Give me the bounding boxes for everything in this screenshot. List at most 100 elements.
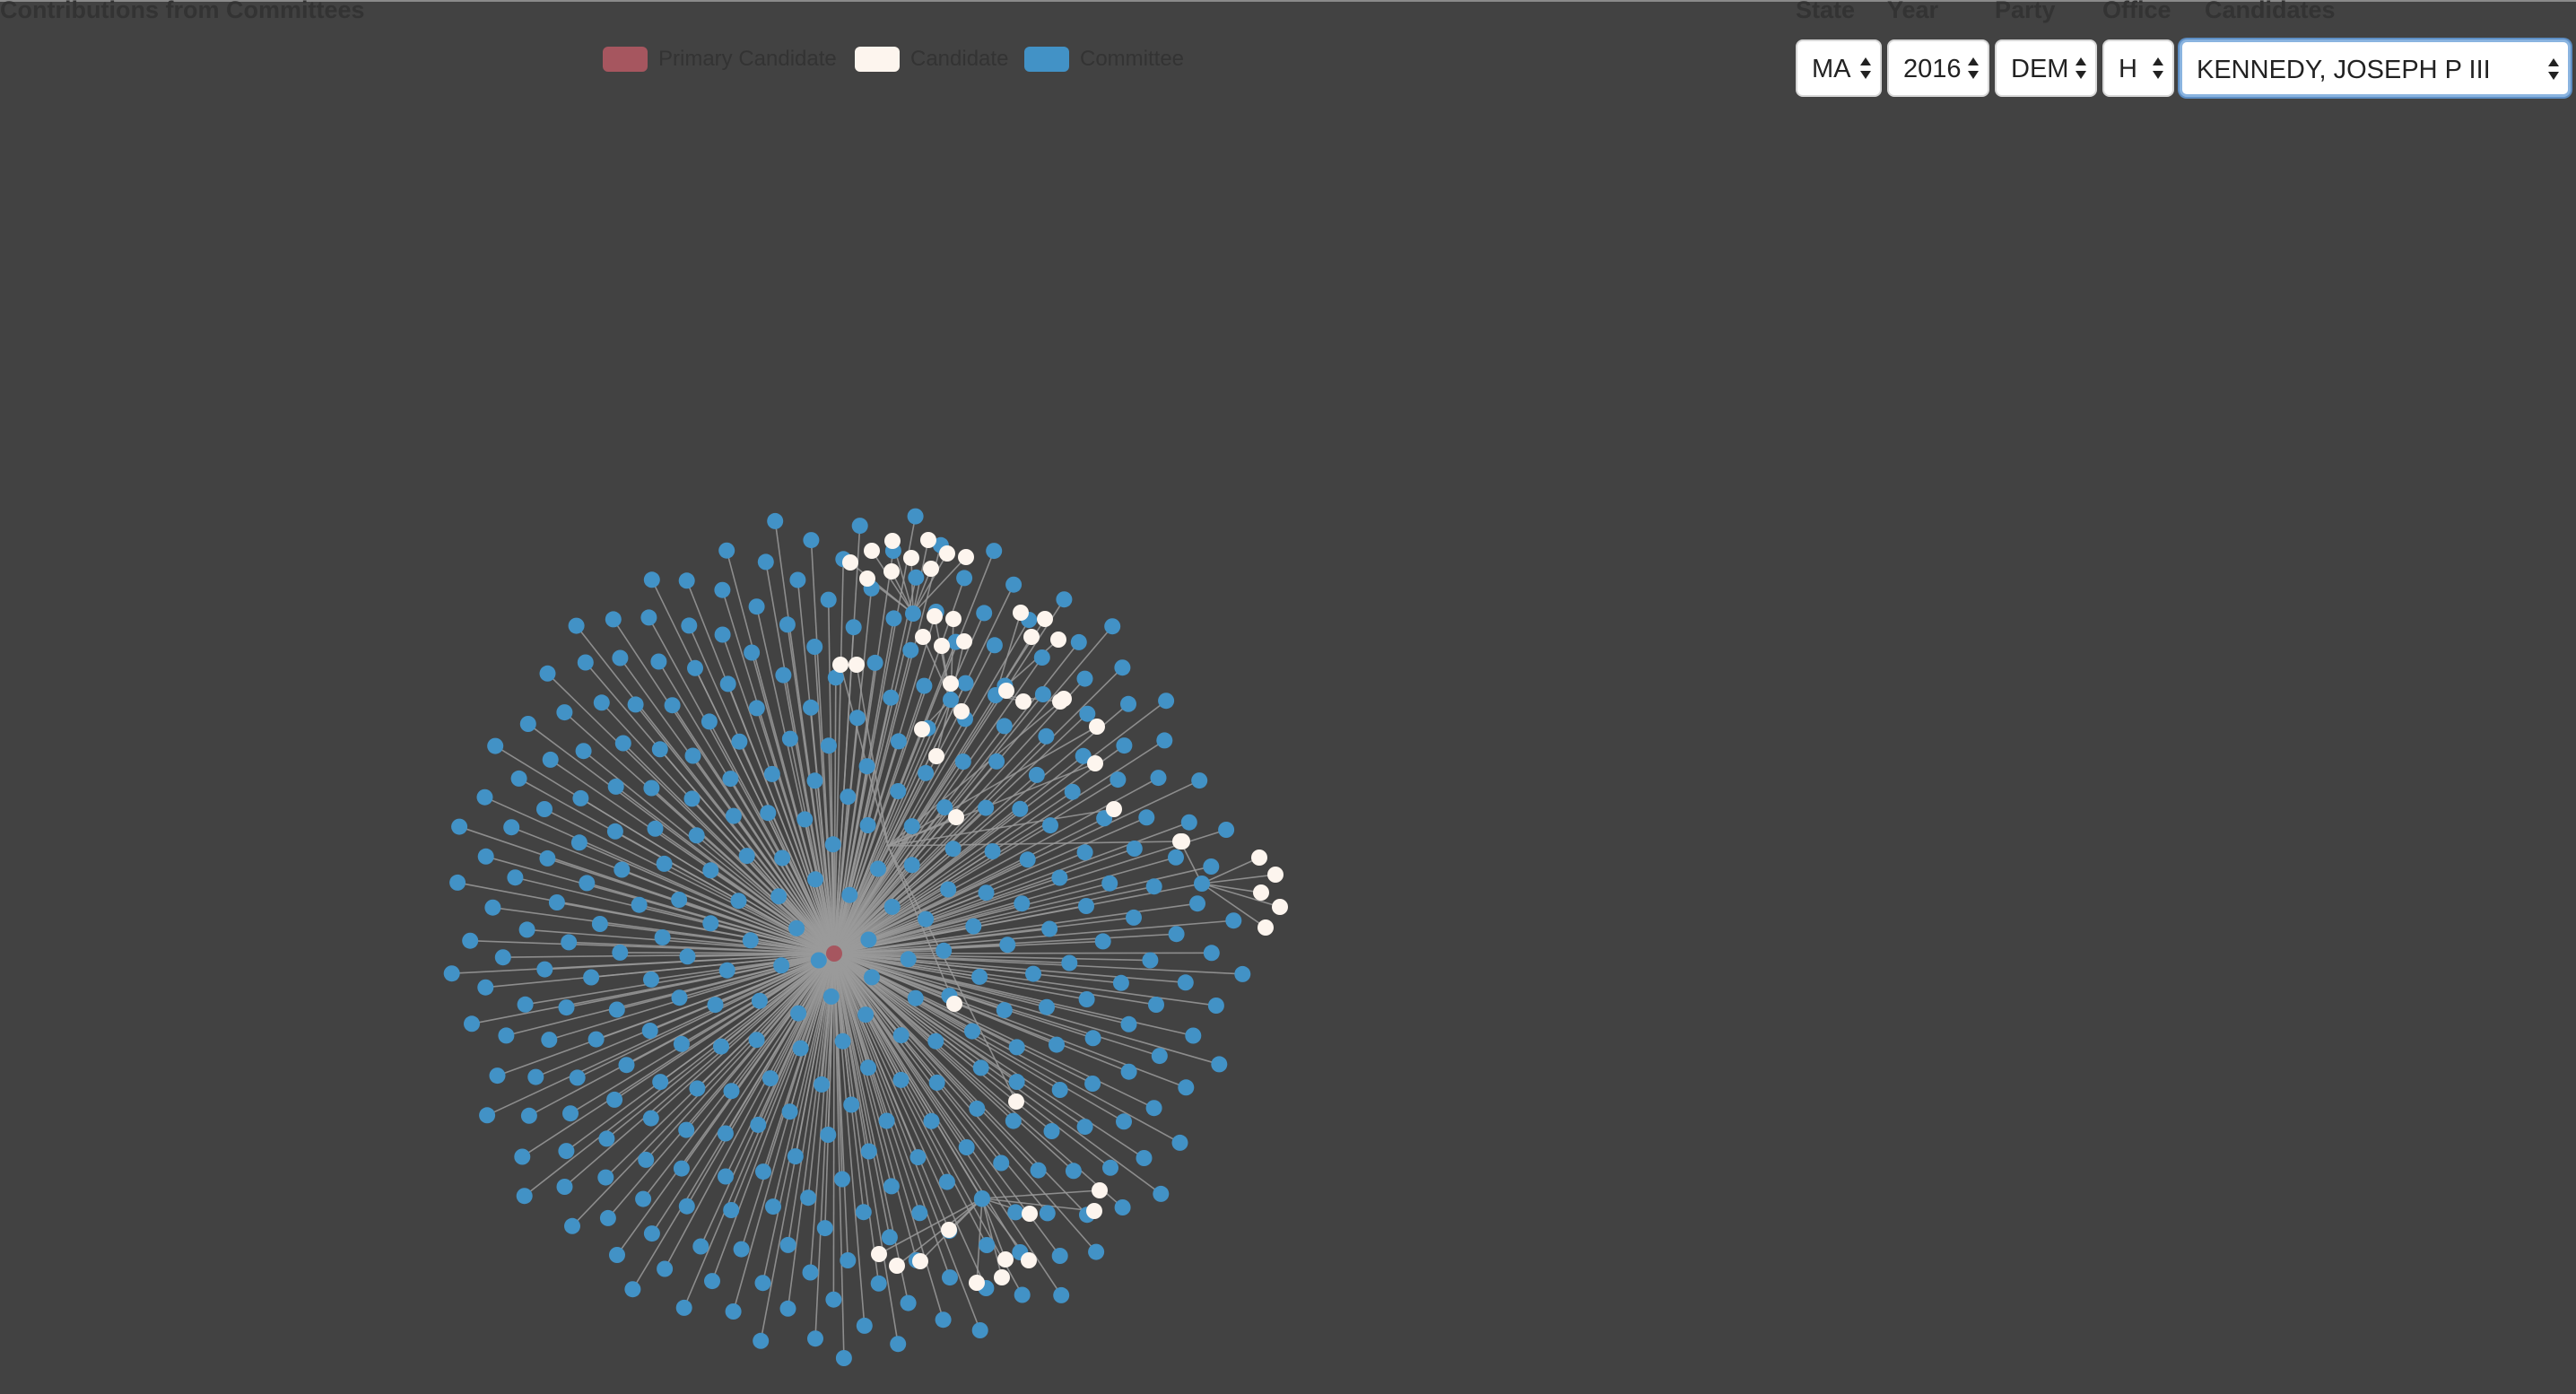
committee-node[interactable] [612, 944, 629, 961]
committee-node[interactable] [1114, 1199, 1131, 1215]
committee-node[interactable] [1019, 851, 1036, 868]
committee-node[interactable] [701, 713, 718, 730]
committee-node[interactable] [870, 1275, 887, 1292]
committee-node[interactable] [806, 772, 823, 789]
candidate-node[interactable] [1089, 719, 1105, 735]
committee-node[interactable] [855, 1204, 872, 1221]
committee-node[interactable] [652, 1074, 669, 1091]
candidate-node[interactable] [1023, 629, 1040, 645]
committee-node[interactable] [916, 677, 933, 694]
committee-node[interactable] [1207, 998, 1224, 1014]
committee-node[interactable] [1177, 974, 1194, 991]
committee-node[interactable] [1007, 1204, 1024, 1221]
committee-node[interactable] [821, 737, 837, 754]
committee-node[interactable] [1168, 849, 1184, 866]
committee-node[interactable] [671, 892, 688, 908]
committee-node[interactable] [1194, 876, 1210, 892]
committee-node[interactable] [789, 571, 806, 588]
committee-node[interactable] [757, 553, 774, 571]
committee-node[interactable] [479, 1107, 496, 1124]
committee-node[interactable] [624, 1281, 641, 1298]
committee-node[interactable] [1078, 898, 1094, 914]
committee-node[interactable] [1049, 1036, 1065, 1053]
committee-node[interactable] [1064, 783, 1081, 800]
committee-node[interactable] [1151, 1048, 1168, 1065]
committee-node[interactable] [928, 1074, 945, 1091]
committee-node[interactable] [781, 1103, 798, 1120]
committee-node[interactable] [936, 799, 953, 815]
committee-node[interactable] [1014, 895, 1031, 912]
committee-node[interactable] [612, 649, 629, 667]
candidate-node[interactable] [928, 748, 944, 764]
candidate-node[interactable] [1106, 801, 1122, 817]
committee-node[interactable] [1148, 997, 1164, 1013]
committee-node[interactable] [539, 665, 556, 682]
committee-node[interactable] [918, 910, 935, 928]
committee-node[interactable] [1051, 1082, 1068, 1098]
committee-node[interactable] [650, 653, 667, 670]
committee-node[interactable] [561, 934, 578, 951]
committee-node[interactable] [1150, 770, 1167, 787]
committee-node[interactable] [993, 1154, 1010, 1172]
committee-node[interactable] [597, 1169, 614, 1186]
committee-node[interactable] [541, 1032, 558, 1049]
candidate-node[interactable] [889, 1258, 905, 1274]
committee-node[interactable] [866, 654, 883, 671]
committee-node[interactable] [1053, 1286, 1070, 1303]
committee-node[interactable] [840, 788, 857, 806]
candidate-node[interactable] [939, 545, 955, 562]
committee-node[interactable] [1008, 1039, 1025, 1056]
committee-node[interactable] [908, 569, 925, 586]
committee-node[interactable] [1005, 576, 1023, 593]
committee-node[interactable] [870, 860, 886, 877]
candidate-node[interactable] [927, 608, 943, 624]
committee-node[interactable] [719, 675, 736, 693]
candidate-node[interactable] [994, 1269, 1010, 1285]
committee-node[interactable] [702, 915, 719, 932]
committee-node[interactable] [972, 1059, 989, 1076]
committee-node[interactable] [640, 609, 657, 626]
committee-node[interactable] [840, 1252, 857, 1268]
committee-node[interactable] [579, 875, 596, 892]
committee-node[interactable] [767, 512, 784, 529]
candidate-node[interactable] [941, 1222, 957, 1238]
committee-node[interactable] [978, 799, 995, 816]
committee-node[interactable] [765, 1198, 781, 1215]
committee-node[interactable] [742, 932, 759, 949]
committee-node[interactable] [943, 692, 959, 708]
committee-node[interactable] [890, 1336, 907, 1353]
committee-node[interactable] [656, 855, 673, 872]
committee-node[interactable] [788, 919, 805, 937]
committee-node[interactable] [678, 572, 695, 589]
candidate-node[interactable] [832, 657, 849, 673]
committee-node[interactable] [935, 1311, 952, 1329]
committee-node[interactable] [673, 1160, 690, 1177]
committee-node[interactable] [999, 937, 1016, 954]
committee-node[interactable] [787, 1148, 804, 1165]
committee-node[interactable] [1112, 974, 1129, 991]
committee-node[interactable] [792, 1040, 809, 1057]
committee-node[interactable] [1120, 1015, 1137, 1032]
committee-node[interactable] [487, 737, 504, 754]
committee-node[interactable] [679, 948, 696, 965]
committee-node[interactable] [1120, 1063, 1137, 1080]
committee-node[interactable] [1191, 772, 1208, 789]
committee-node[interactable] [605, 611, 622, 628]
committee-node[interactable] [575, 743, 592, 760]
committee-node[interactable] [689, 1080, 706, 1097]
committee-node[interactable] [1158, 693, 1175, 710]
committee-node[interactable] [1051, 869, 1068, 886]
candidate-node[interactable] [864, 543, 880, 559]
committee-node[interactable] [643, 971, 659, 988]
committee-node[interactable] [822, 988, 840, 1005]
committee-node[interactable] [984, 843, 1001, 859]
committee-node[interactable] [816, 1220, 833, 1237]
committee-node[interactable] [773, 957, 790, 974]
committee-node[interactable] [750, 1116, 767, 1133]
committee-node[interactable] [556, 1179, 573, 1195]
committee-node[interactable] [907, 989, 924, 1006]
committee-node[interactable] [598, 1130, 615, 1147]
committee-node[interactable] [1014, 1286, 1031, 1303]
candidate-node[interactable] [1037, 611, 1053, 627]
